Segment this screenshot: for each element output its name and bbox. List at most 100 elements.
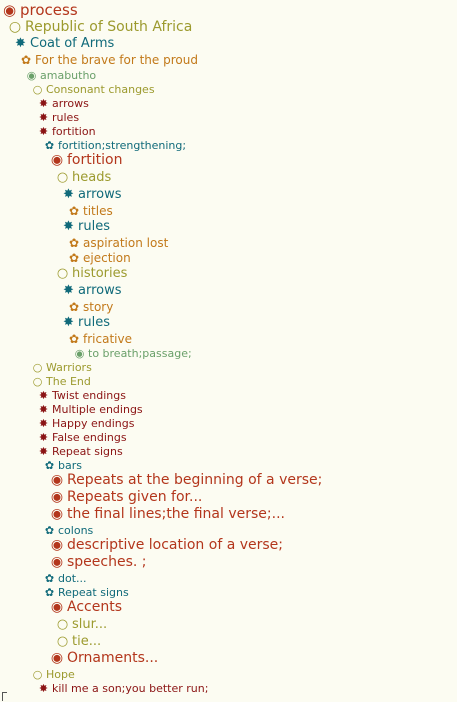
tree-node[interactable]: ✿titles — [68, 205, 113, 217]
asterisk-icon: ✸ — [63, 187, 74, 202]
tree-node[interactable]: ◉Accents — [50, 600, 122, 614]
tree-node[interactable]: ✸kill me a son;you better run; — [38, 682, 209, 695]
tree-node[interactable]: ✿aspiration lost — [68, 237, 168, 249]
node-label: Repeat signs — [52, 445, 123, 458]
asterisk-icon: ✸ — [38, 417, 49, 430]
circle-icon: ○ — [56, 617, 69, 632]
circle-dot-icon: ◉ — [74, 347, 85, 360]
tree-node[interactable]: ✿For the brave for the proud — [20, 54, 198, 66]
tree-node[interactable]: ○Consonant changes — [32, 84, 155, 95]
node-label: titles — [83, 204, 113, 218]
tree-node[interactable]: ✸False endings — [38, 432, 127, 443]
node-label: rules — [78, 219, 110, 234]
tree-node[interactable]: ✸rules — [62, 316, 110, 329]
node-label: to breath;passage; — [88, 347, 192, 360]
circle-dot-icon: ◉ — [50, 152, 64, 168]
tree-node[interactable]: ✸arrows — [38, 98, 89, 109]
tree-node[interactable]: ◉fortition — [50, 152, 123, 168]
tree-node[interactable]: ◉Repeats at the beginning of a verse; — [50, 473, 322, 487]
tree-node[interactable]: ○heads — [56, 171, 111, 184]
node-label: False endings — [52, 431, 127, 444]
tree-node[interactable]: ✸Happy endings — [38, 417, 135, 430]
tree-node[interactable]: ✸Coat of Arms — [14, 37, 114, 50]
node-label: Twist endings — [52, 389, 126, 402]
tree-node[interactable]: ✿ejection — [68, 252, 131, 264]
tree-node[interactable]: ✿fricative — [68, 333, 132, 345]
tree-node[interactable]: ○slur... — [56, 618, 107, 631]
node-label: fricative — [83, 332, 132, 346]
asterisk-icon: ✸ — [38, 403, 49, 416]
tree-node[interactable]: ✿bars — [44, 460, 82, 471]
flower-icon: ✿ — [68, 332, 80, 346]
circle-dot-icon: ◉ — [50, 489, 64, 505]
node-label: Warriors — [46, 361, 92, 374]
node-label: fortition;strengthening; — [58, 139, 187, 152]
circle-icon: ○ — [32, 375, 43, 388]
node-label: fortition — [52, 125, 96, 138]
circle-dot-icon: ◉ — [50, 472, 64, 488]
circle-dot-icon: ◉ — [50, 554, 64, 570]
tree-node[interactable]: ✿story — [68, 301, 113, 313]
tree-node[interactable]: ◉Ornaments... — [50, 651, 158, 665]
tree-node[interactable]: ✸fortition — [38, 126, 96, 137]
circle-dot-icon: ◉ — [50, 537, 64, 553]
flower-icon: ✿ — [68, 300, 80, 314]
tree-node[interactable]: ◉Repeats given for... — [50, 490, 202, 504]
tree-node[interactable]: ○Republic of South Africa — [8, 20, 192, 34]
circle-dot-icon: ◉ — [50, 599, 64, 615]
tree-node[interactable]: ◉the final lines;the final verse;... — [50, 507, 285, 521]
node-label: tie... — [72, 634, 102, 649]
tree-node[interactable]: ○Warriors — [32, 362, 92, 373]
tree-node[interactable]: ◉process — [2, 3, 78, 18]
node-label: Ornaments... — [67, 650, 159, 666]
circle-icon: ○ — [32, 668, 43, 681]
tree-node[interactable]: ○histories — [56, 267, 128, 280]
tree-node[interactable]: ✿Repeat signs — [44, 587, 129, 598]
tree-node[interactable]: ◉amabutho — [26, 70, 96, 81]
tree-node[interactable]: ○Hope — [32, 669, 75, 680]
asterisk-icon: ✸ — [38, 389, 49, 402]
circle-icon: ○ — [8, 19, 22, 35]
node-label: rules — [52, 111, 80, 124]
node-label: amabutho — [40, 69, 97, 82]
circle-dot-icon: ◉ — [50, 650, 64, 666]
node-label: Repeats at the beginning of a verse; — [67, 472, 323, 488]
node-label: descriptive location of a verse; — [67, 537, 284, 553]
asterisk-icon: ✸ — [38, 125, 49, 138]
tree-node[interactable]: ✿fortition;strengthening; — [44, 140, 186, 151]
tree-node[interactable]: ✿colons — [44, 525, 93, 536]
tree-node[interactable]: ◉descriptive location of a verse; — [50, 538, 283, 552]
flower-icon: ✿ — [44, 572, 55, 585]
tree-node[interactable]: ✸Repeat signs — [38, 446, 123, 457]
tree-node[interactable]: ✸Twist endings — [38, 390, 126, 401]
node-label: story — [83, 300, 114, 314]
tree-node[interactable]: ✸Multiple endings — [38, 404, 143, 415]
asterisk-icon: ✸ — [38, 111, 49, 124]
node-label: arrows — [78, 283, 122, 298]
tree-node[interactable]: ◉speeches. ; — [50, 555, 147, 569]
tree-node[interactable]: ✸ arrows — [62, 283, 122, 298]
asterisk-icon: ✸ — [63, 315, 74, 330]
tree-node[interactable]: ○The End — [32, 376, 91, 387]
node-label: Accents — [67, 599, 122, 615]
circle-dot-icon: ◉ — [50, 506, 64, 522]
tree-node[interactable]: ○tie... — [56, 635, 101, 648]
tree-node[interactable]: ✸arrows — [62, 187, 121, 202]
node-label: process — [20, 1, 78, 19]
asterisk-icon: ✸ — [63, 283, 74, 298]
node-label: dot... — [58, 572, 87, 585]
tree-node[interactable]: ✿dot... — [44, 573, 87, 584]
resize-corner — [2, 692, 7, 701]
node-label: Multiple endings — [52, 403, 143, 416]
tree-node[interactable]: ◉to breath;passage; — [74, 348, 192, 359]
circle-icon: ○ — [32, 361, 43, 374]
node-label: Repeats given for... — [67, 489, 203, 505]
node-label: Consonant changes — [46, 83, 155, 96]
node-label: Repeat signs — [58, 586, 129, 599]
node-label: Hope — [46, 668, 75, 681]
tree-node[interactable]: ✸rules — [62, 220, 110, 233]
circle-icon: ○ — [56, 170, 69, 185]
asterisk-icon: ✸ — [38, 682, 49, 695]
flower-icon: ✿ — [44, 524, 55, 537]
tree-node[interactable]: ✸rules — [38, 112, 79, 123]
